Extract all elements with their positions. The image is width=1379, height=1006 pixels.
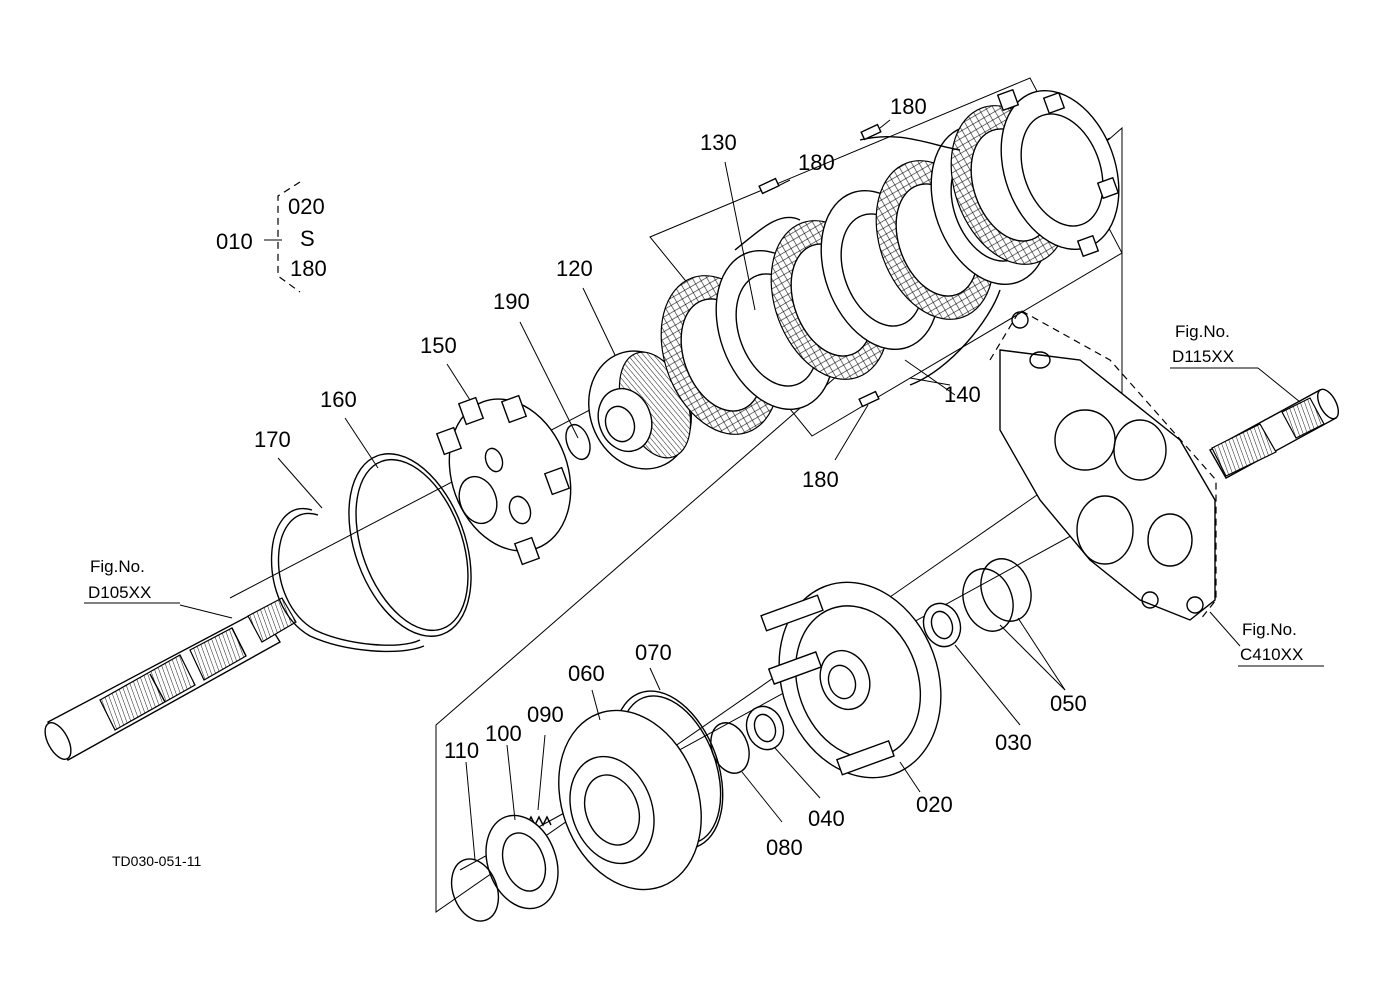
label-120: 120 bbox=[556, 256, 593, 281]
fig-ref-left-code: D105XX bbox=[88, 583, 151, 602]
part-150-plate bbox=[435, 394, 572, 566]
label-070: 070 bbox=[635, 640, 672, 665]
label-040: 040 bbox=[808, 806, 845, 831]
part-140-spring-wires bbox=[734, 135, 1001, 386]
label-130: 130 bbox=[700, 130, 737, 155]
fig-ref-right-bottom-title: Fig.No. bbox=[1242, 620, 1297, 639]
housing bbox=[989, 309, 1217, 621]
label-range-symbol: S bbox=[300, 226, 315, 251]
label-range-start: 020 bbox=[288, 194, 325, 219]
part-090-spring bbox=[526, 815, 552, 827]
leader-lines bbox=[179, 119, 1301, 861]
label-080: 080 bbox=[766, 835, 803, 860]
label-110: 110 bbox=[444, 738, 479, 763]
label-180-a: 180 bbox=[798, 150, 835, 175]
label-010: 010 bbox=[216, 229, 253, 254]
label-150: 150 bbox=[420, 333, 457, 358]
fig-ref-left-title: Fig.No. bbox=[90, 557, 145, 576]
part-050-seal-rings bbox=[962, 558, 1032, 632]
label-180-c: 180 bbox=[802, 467, 839, 492]
label-050: 050 bbox=[1050, 691, 1087, 716]
part-110-circlip bbox=[450, 858, 500, 922]
label-range-end: 180 bbox=[290, 256, 327, 281]
assembly-bracket-labels: 010 020 S 180 bbox=[216, 194, 327, 281]
part-190-circlip bbox=[565, 423, 591, 461]
fig-ref-right-top-code: D115XX bbox=[1172, 347, 1234, 366]
figure-ref-underlines bbox=[84, 367, 1324, 667]
drawing-code: TD030-051-11 bbox=[112, 853, 201, 869]
label-160: 160 bbox=[320, 387, 357, 412]
input-shaft bbox=[44, 597, 297, 761]
figure-references: Fig.No. D105XX Fig.No. D115XX Fig.No. C4… bbox=[88, 322, 1303, 664]
part-labels: 170 160 150 190 120 130 180 180 180 140 … bbox=[254, 94, 1087, 860]
part-180-pins bbox=[758, 123, 882, 408]
fig-ref-right-top-title: Fig.No. bbox=[1175, 322, 1230, 341]
label-020: 020 bbox=[916, 792, 953, 817]
part-020-clutch-drum bbox=[760, 581, 942, 779]
fig-ref-right-bottom-code: C410XX bbox=[1240, 645, 1303, 664]
part-160-ring bbox=[348, 453, 472, 637]
part-040-bearing bbox=[745, 705, 785, 751]
label-180-b: 180 bbox=[890, 94, 927, 119]
label-140: 140 bbox=[944, 382, 981, 407]
label-060: 060 bbox=[568, 661, 605, 686]
end-plate bbox=[996, 88, 1120, 258]
label-190: 190 bbox=[493, 289, 530, 314]
part-100-retainer bbox=[485, 814, 559, 910]
label-170: 170 bbox=[254, 427, 291, 452]
label-100: 100 bbox=[485, 721, 522, 746]
label-030: 030 bbox=[995, 730, 1032, 755]
output-shaft bbox=[1209, 388, 1340, 479]
part-030-bearing bbox=[922, 602, 962, 648]
label-090: 090 bbox=[527, 702, 564, 727]
part-170-snap-ring bbox=[270, 507, 425, 653]
